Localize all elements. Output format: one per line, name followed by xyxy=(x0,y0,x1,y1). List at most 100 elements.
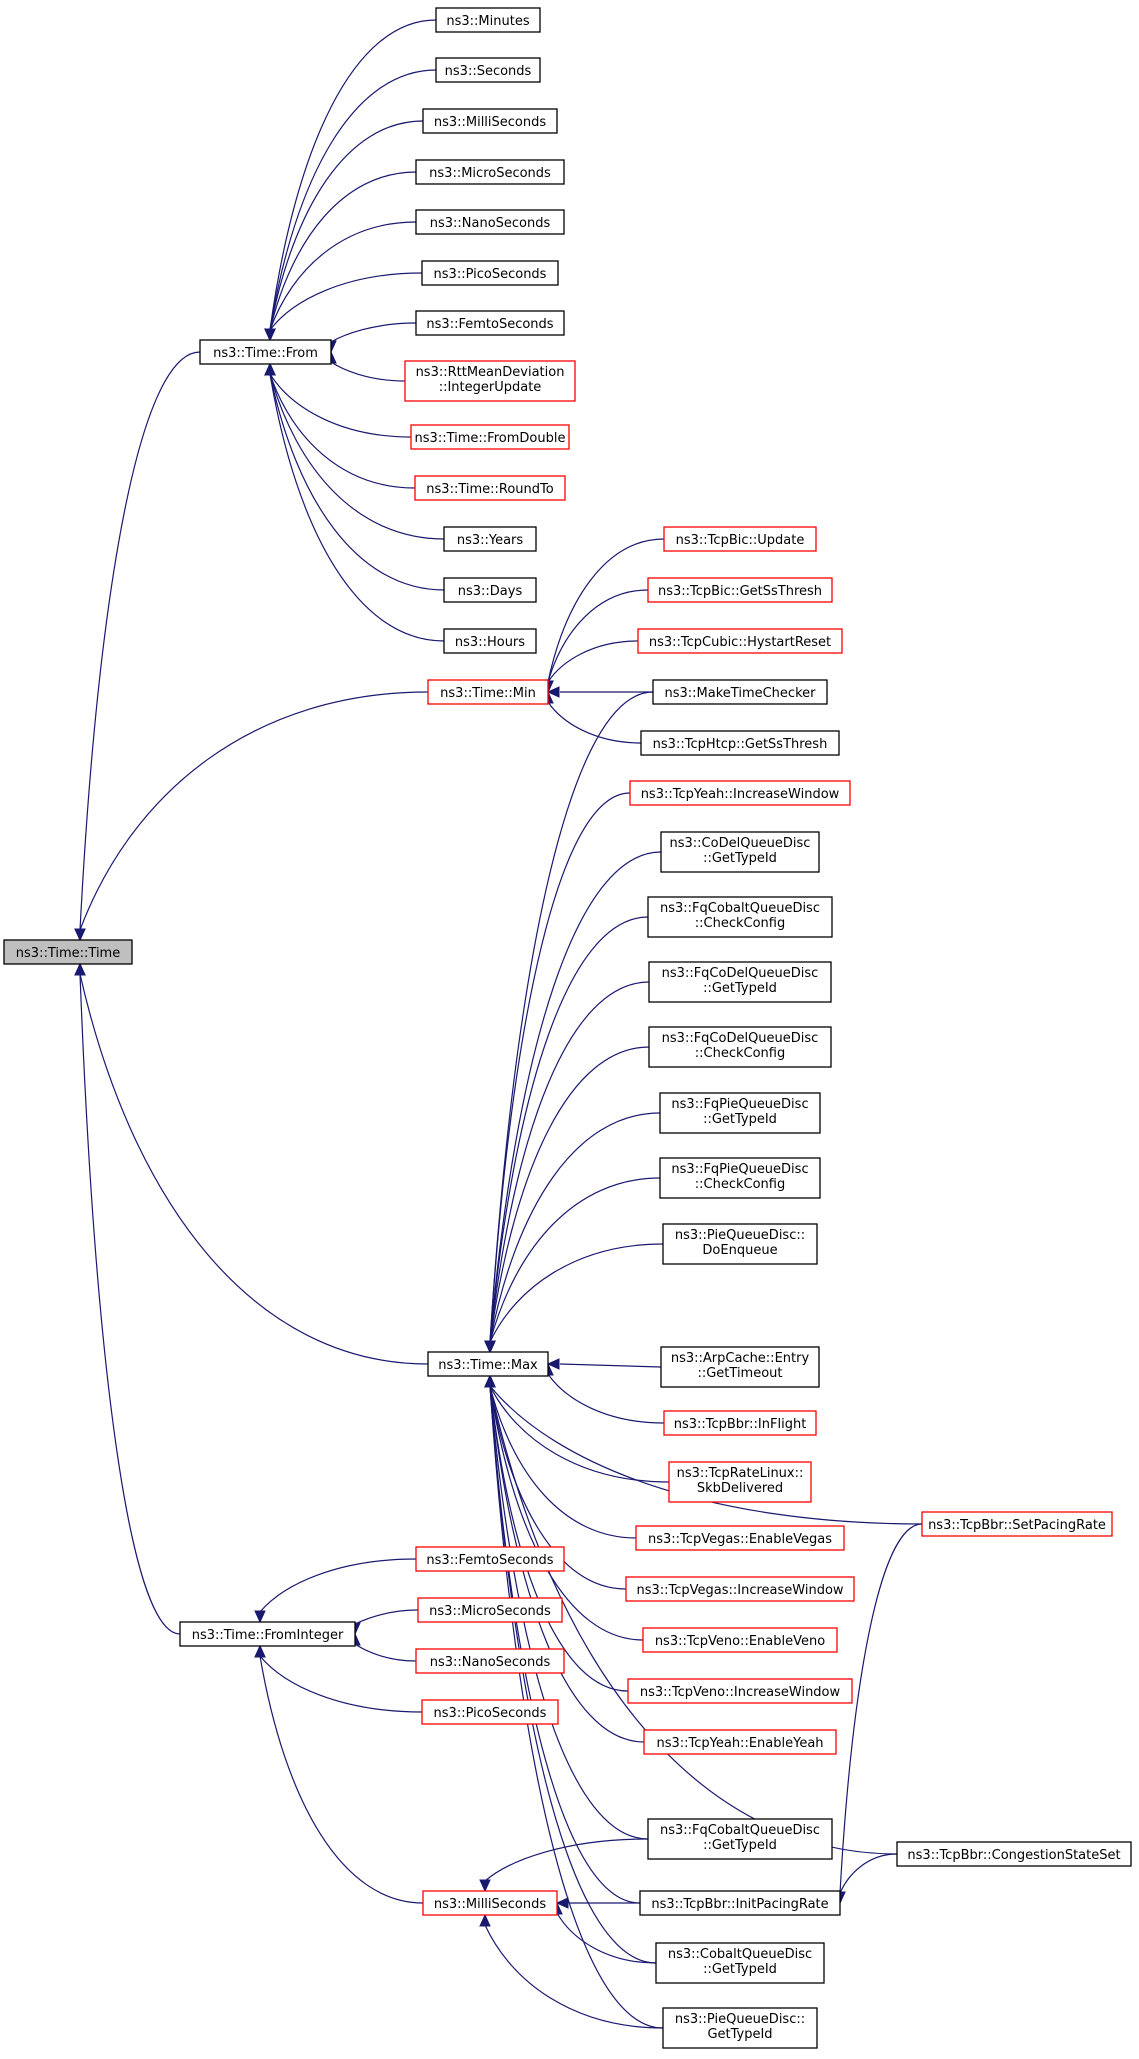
node-label: ns3::TcpVegas::EnableVegas xyxy=(648,1532,832,1547)
node-piegt[interactable]: ns3::PieQueueDisc::GetTypeId xyxy=(662,2007,818,2049)
node-fqcobaltgt[interactable]: ns3::FqCobaltQueueDisc::GetTypeId xyxy=(647,1818,833,1860)
node-days[interactable]: ns3::Days xyxy=(443,577,537,603)
node-nanos_i[interactable]: ns3::NanoSeconds xyxy=(415,1648,565,1674)
node-venoen[interactable]: ns3::TcpVeno::EnableVeno xyxy=(642,1627,838,1653)
edge-millis_i-fqcobaltgt xyxy=(479,1838,649,1893)
edge-max-venoiw xyxy=(484,1374,629,1692)
node-micros_i[interactable]: ns3::MicroSeconds xyxy=(417,1597,563,1623)
node-label: ns3::Years xyxy=(457,533,524,548)
node-bicupdate[interactable]: ns3::TcpBic::Update xyxy=(663,526,817,552)
node-box xyxy=(625,1576,855,1602)
node-box xyxy=(629,780,851,806)
node-millis_f[interactable]: ns3::MilliSeconds xyxy=(422,108,558,134)
node-piedoenq[interactable]: ns3::PieQueueDisc::DoEnqueue xyxy=(662,1223,818,1265)
node-label: ::CheckConfig xyxy=(695,916,785,931)
edge-max-maketc xyxy=(484,691,654,1354)
node-fqcodelgt[interactable]: ns3::FqCoDelQueueDisc::GetTypeId xyxy=(648,961,832,1003)
node-box xyxy=(648,1026,832,1068)
node-label: ::GetTypeId xyxy=(703,981,777,996)
node-min[interactable]: ns3::Time::Min xyxy=(427,679,549,705)
node-yeahen[interactable]: ns3::TcpYeah::EnableYeah xyxy=(643,1729,837,1755)
node-label: ns3::Time::FromDouble xyxy=(415,431,566,446)
arrowhead-icon xyxy=(74,962,86,976)
edge-fromint-micros_i xyxy=(349,1609,419,1636)
node-box xyxy=(443,577,537,603)
node-ratelinux[interactable]: ns3::TcpRateLinux::SkbDelivered xyxy=(668,1461,812,1503)
node-fqpiegt[interactable]: ns3::FqPieQueueDisc::GetTypeId xyxy=(659,1092,821,1134)
node-minutes[interactable]: ns3::Minutes xyxy=(435,7,541,33)
node-bbrcss[interactable]: ns3::TcpBbr::CongestionStateSet xyxy=(896,1841,1132,1867)
node-picos_f[interactable]: ns3::PicoSeconds xyxy=(421,260,559,286)
node-box xyxy=(635,1525,845,1551)
node-bbrinflight[interactable]: ns3::TcpBbr::InFlight xyxy=(663,1410,817,1436)
node-yeahiw[interactable]: ns3::TcpYeah::IncreaseWindow xyxy=(629,780,851,806)
node-seconds[interactable]: ns3::Seconds xyxy=(435,57,541,83)
node-box xyxy=(662,2007,818,2049)
edge-root-min xyxy=(74,691,429,942)
node-vegasiw[interactable]: ns3::TcpVegas::IncreaseWindow xyxy=(625,1576,855,1602)
node-box xyxy=(417,1597,563,1623)
node-micros_f[interactable]: ns3::MicroSeconds xyxy=(415,159,565,185)
node-venoiw[interactable]: ns3::TcpVeno::IncreaseWindow xyxy=(627,1678,853,1704)
node-box xyxy=(3,939,133,965)
node-cubichs[interactable]: ns3::TcpCubic::HystartReset xyxy=(637,628,843,654)
node-root[interactable]: ns3::Time::Time xyxy=(3,939,133,965)
node-label: SkbDelivered xyxy=(697,1481,783,1496)
node-box xyxy=(199,339,332,365)
node-label: ns3::TcpRateLinux:: xyxy=(677,1466,804,1481)
node-label: ns3::FqCobaltQueueDisc xyxy=(660,1823,820,1838)
node-nanos_f[interactable]: ns3::NanoSeconds xyxy=(415,209,565,235)
node-label: DoEnqueue xyxy=(702,1243,777,1258)
node-hours[interactable]: ns3::Hours xyxy=(443,628,537,654)
node-fqcodelcc[interactable]: ns3::FqCoDelQueueDisc::CheckConfig xyxy=(648,1026,832,1068)
edge-fromint-picos_i xyxy=(254,1644,423,1713)
node-arpto[interactable]: ns3::ArpCache::Entry::GetTimeout xyxy=(660,1346,820,1388)
node-roundto[interactable]: ns3::Time::RoundTo xyxy=(414,475,566,501)
node-box xyxy=(659,1157,821,1199)
node-vegasen[interactable]: ns3::TcpVegas::EnableVegas xyxy=(635,1525,845,1551)
node-fromint[interactable]: ns3::Time::FromInteger xyxy=(179,1621,356,1647)
arrowhead-icon xyxy=(484,1374,496,1388)
node-label: ns3::PieQueueDisc:: xyxy=(675,2012,805,2027)
node-bbrinitpr[interactable]: ns3::TcpBbr::InitPacingRate xyxy=(639,1890,841,1916)
node-fromdouble[interactable]: ns3::Time::FromDouble xyxy=(410,424,570,450)
node-box xyxy=(660,831,820,873)
node-label: ns3::FqCoDelQueueDisc xyxy=(662,966,819,981)
node-fqpiecc[interactable]: ns3::FqPieQueueDisc::CheckConfig xyxy=(659,1157,821,1199)
node-label: ::GetTypeId xyxy=(703,1962,777,1977)
node-label: ns3::NanoSeconds xyxy=(430,1655,551,1670)
edge-max-fqpiecc xyxy=(484,1177,661,1354)
node-box xyxy=(659,1092,821,1134)
edge-from-fromdouble xyxy=(264,362,412,438)
node-htcpssth[interactable]: ns3::TcpHtcp::GetSsThresh xyxy=(640,730,840,756)
node-from[interactable]: ns3::Time::From xyxy=(199,339,332,365)
node-box xyxy=(443,628,537,654)
node-femtos_i[interactable]: ns3::FemtoSeconds xyxy=(415,1546,565,1572)
node-maketc[interactable]: ns3::MakeTimeChecker xyxy=(652,679,828,705)
node-box xyxy=(663,526,817,552)
node-label: ns3::MilliSeconds xyxy=(434,1897,547,1912)
node-years[interactable]: ns3::Years xyxy=(443,526,537,552)
node-box xyxy=(627,1678,853,1704)
node-fqcobaltcc[interactable]: ns3::FqCobaltQueueDisc::CheckConfig xyxy=(647,896,833,938)
node-label: ns3::Hours xyxy=(455,635,525,650)
node-label: ns3::FqCobaltQueueDisc xyxy=(660,901,820,916)
node-max[interactable]: ns3::Time::Max xyxy=(427,1351,549,1377)
node-box xyxy=(639,1890,841,1916)
node-box xyxy=(435,57,541,83)
node-box xyxy=(443,526,537,552)
node-bbrsetpr[interactable]: ns3::TcpBbr::SetPacingRate xyxy=(921,1511,1113,1537)
node-label: ns3::MicroSeconds xyxy=(429,166,551,181)
edge-millis_i-bbrinitpr xyxy=(555,1897,640,1909)
node-rttmd[interactable]: ns3::RttMeanDeviation::IntegerUpdate xyxy=(404,360,576,402)
node-box xyxy=(421,1699,559,1725)
node-codelgt[interactable]: ns3::CoDelQueueDisc::GetTypeId xyxy=(660,831,820,873)
node-cobaltgt[interactable]: ns3::CobaltQueueDisc::GetTypeId xyxy=(655,1942,825,1984)
node-bicssth[interactable]: ns3::TcpBic::GetSsThresh xyxy=(647,577,833,603)
node-millis_i[interactable]: ns3::MilliSeconds xyxy=(422,1890,558,1916)
edge-min-htcpssth xyxy=(542,690,642,744)
edge-from-femtos_f xyxy=(325,322,417,354)
arrowhead-icon xyxy=(546,686,560,698)
node-picos_i[interactable]: ns3::PicoSeconds xyxy=(421,1699,559,1725)
node-femtos_f[interactable]: ns3::FemtoSeconds xyxy=(415,310,565,336)
